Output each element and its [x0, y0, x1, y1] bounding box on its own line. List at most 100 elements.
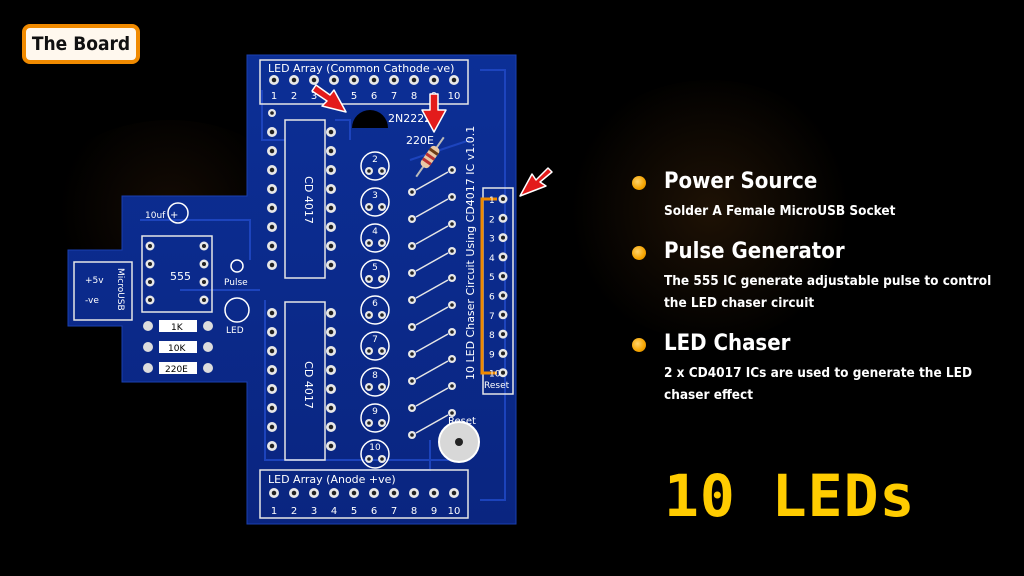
- pin-number-label: 7: [489, 312, 495, 322]
- bullet-title: Pulse Generator: [664, 239, 845, 264]
- power-minus-label: -ve: [85, 296, 99, 306]
- pin-number-label: 5: [351, 506, 357, 517]
- arrow-icon: [311, 84, 347, 113]
- pin-number-label: 8: [411, 506, 417, 517]
- led-outline: [360, 367, 390, 397]
- led-number-label: 6: [372, 299, 378, 309]
- pin-number-label: 2: [489, 215, 495, 225]
- transistor: [352, 110, 388, 128]
- resistor-label: 220E: [406, 134, 434, 147]
- resistor-1k-label: 1K: [171, 323, 184, 333]
- led-number-label: 2: [372, 155, 378, 165]
- led-number-label: 3: [372, 191, 378, 201]
- pin-number-label: 3: [489, 235, 495, 245]
- led-number-label: 7: [372, 335, 378, 345]
- led-outline: [360, 151, 390, 181]
- pin-number-label: 5: [351, 91, 357, 102]
- resistor-outline: [415, 225, 449, 245]
- bullet-pulse-generator: Pulse Generator The 555 IC generate adju…: [630, 238, 1000, 314]
- pulse-label: Pulse: [224, 278, 248, 288]
- bullet-power-source: Power Source Solder A Female MicroUSB So…: [630, 168, 1000, 222]
- bullet-text: Solder A Female MicroUSB Socket: [664, 203, 896, 219]
- pin-number-label: 1: [271, 506, 277, 517]
- top-header-label: LED Array (Common Cathode -ve): [268, 62, 454, 75]
- pin-number-label: 10: [448, 91, 461, 102]
- resistor-1k: 1K: [143, 320, 213, 333]
- pin-number-label: 9: [489, 350, 495, 360]
- led-outline: [360, 259, 390, 289]
- pin-number-label: 4: [489, 254, 495, 264]
- led-number-label: 9: [372, 407, 378, 417]
- right-header-reset-label: Reset: [484, 381, 510, 391]
- resistor-outline: [415, 306, 449, 326]
- led-outline: [360, 295, 390, 325]
- pin-number-label: 6: [371, 91, 377, 102]
- usb-label: MicroUSB: [115, 268, 125, 311]
- timer-label: 555: [170, 270, 191, 283]
- headline: 10 LEDs: [664, 462, 916, 530]
- bullet-led-chaser: LED Chaser 2 x CD4017 ICs are used to ge…: [630, 330, 1000, 406]
- pin-number-label: 2: [291, 91, 297, 102]
- arrow-icon: [421, 93, 447, 133]
- led-label: LED: [226, 326, 244, 336]
- resistor-10k-label: 10K: [168, 344, 186, 354]
- ic-555: [141, 235, 213, 313]
- resistor-outline: [415, 414, 449, 434]
- capacitor-label: 10uf: [145, 211, 166, 221]
- led-number-label: 5: [372, 263, 378, 273]
- pin-number-label: 4: [331, 506, 337, 517]
- led-number-label: 4: [372, 227, 378, 237]
- svg-text:+: +: [170, 210, 178, 221]
- led-number-label: 10: [369, 443, 381, 453]
- pin-number-label: 2: [291, 506, 297, 517]
- pin-number-label: 6: [371, 506, 377, 517]
- arrow-icon: [519, 167, 553, 197]
- transistor-label: 2N2222: [388, 112, 431, 125]
- led-outline: [360, 223, 390, 253]
- pin-number-label: 1: [271, 91, 277, 102]
- resistor: [415, 136, 445, 178]
- bullet-title: Power Source: [664, 169, 818, 194]
- board-vertical-title: 10 LED Chaser Circuit Using CD4017 IC v1…: [464, 126, 477, 380]
- resistor-outline: [415, 333, 449, 353]
- resistor-outline: [415, 252, 449, 272]
- led-outline: [360, 331, 390, 361]
- ic-top-label: CD 4017: [302, 176, 315, 224]
- led-outline: [360, 187, 390, 217]
- resistor-outline: [415, 279, 449, 299]
- slide-tag: The Board: [22, 24, 140, 64]
- pin-number-label: 8: [489, 331, 495, 341]
- resistor-outline: [415, 198, 449, 218]
- pin-number-label: 8: [411, 91, 417, 102]
- pin-number-label: 10: [448, 506, 461, 517]
- resistor-outline: [415, 360, 449, 380]
- pin-number-label: 3: [311, 506, 317, 517]
- pin-number-label: 7: [391, 91, 397, 102]
- pin-number-label: 10: [489, 370, 501, 380]
- pin-number-label: 9: [431, 506, 437, 517]
- resistor-10k: 10K: [143, 341, 213, 354]
- pin-number-label: 1: [489, 196, 495, 206]
- bullet-dot-icon: [632, 338, 646, 352]
- bullet-dot-icon: [632, 176, 646, 190]
- bottom-header-label: LED Array (Anode +ve): [268, 473, 396, 486]
- bullet-title: LED Chaser: [664, 331, 791, 356]
- resistor-220e: 220E: [143, 362, 213, 375]
- microusb-socket: [73, 261, 133, 321]
- ic-cd4017-top: [284, 119, 326, 279]
- feature-list: Power Source Solder A Female MicroUSB So…: [630, 168, 1000, 422]
- bullet-text: The 555 IC generate adjustable pulse to …: [664, 273, 992, 311]
- led-outline: [360, 403, 390, 433]
- pin-number-label: 3: [311, 91, 317, 102]
- pin-number-label: 7: [391, 506, 397, 517]
- pulse-led: [224, 297, 250, 323]
- resistor-outline: [415, 171, 449, 191]
- ic-bottom-label: CD 4017: [302, 361, 315, 409]
- bullet-text: 2 x CD4017 ICs are used to generate the …: [664, 365, 973, 403]
- bullet-dot-icon: [632, 246, 646, 260]
- ic-cd4017-bottom: [284, 301, 326, 461]
- resistor-220e-label: 220E: [165, 365, 188, 375]
- pin-number-label: 5: [489, 273, 495, 283]
- pin-number-label: 6: [489, 293, 495, 303]
